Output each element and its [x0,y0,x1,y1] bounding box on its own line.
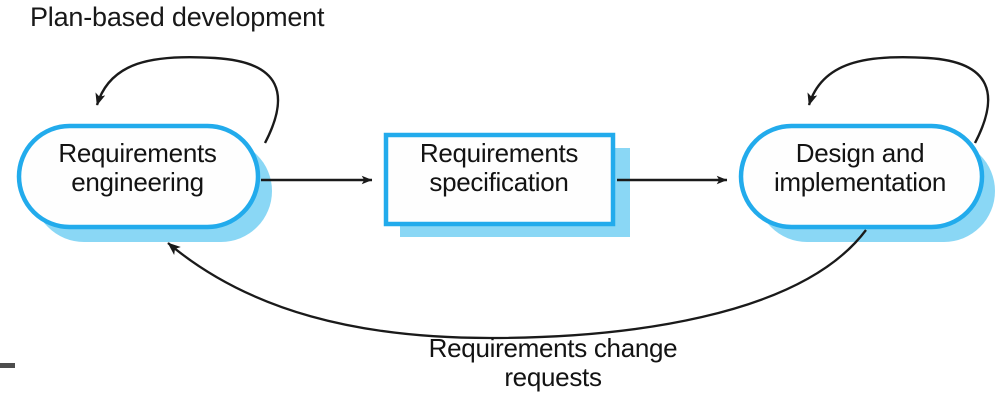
design-implementation-self-loop-arrow[interactable] [807,55,990,144]
left-edge-tick-mark [0,363,15,368]
design-implementation-to-requirements-engineering-arrow[interactable] [167,229,867,340]
edges [95,55,990,340]
requirements-change-requests-label-line1: Requirements change [428,333,678,363]
requirements-specification-box[interactable] [383,132,616,227]
node-bodies [16,123,985,230]
requirements-change-requests-label: Requirements change requests [383,333,723,393]
page-title: Plan-based development [30,2,325,32]
requirements-engineering-box[interactable] [16,123,261,230]
requirements-engineering-self-loop-arrow[interactable] [95,55,280,144]
requirements-change-requests-label-line2: requests [504,362,602,393]
design-implementation-box[interactable] [738,123,985,230]
